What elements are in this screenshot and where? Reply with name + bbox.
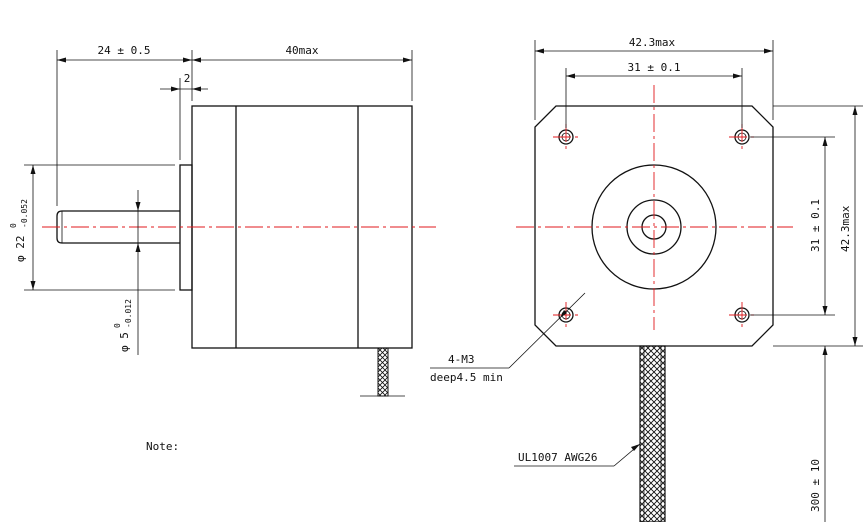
- svg-text:-0.012: -0.012: [124, 299, 133, 328]
- dim-boss-diameter: φ 22 0 -0.052: [9, 199, 29, 262]
- mounting-hole: [553, 302, 579, 328]
- arrowhead: [822, 137, 828, 146]
- svg-text:-0.052: -0.052: [20, 199, 29, 228]
- svg-text:0: 0: [113, 323, 122, 328]
- arrowhead: [30, 165, 36, 174]
- arrowhead: [631, 444, 640, 451]
- arrowhead: [535, 48, 544, 54]
- arrowhead: [852, 106, 858, 115]
- arrowhead: [183, 57, 192, 63]
- mounting-hole: [729, 124, 755, 150]
- dim-flange-width: 42.3max: [629, 36, 676, 49]
- dim-hole-spacing-v: 31 ± 0.1: [809, 199, 822, 252]
- mounting-hole: [553, 124, 579, 150]
- arrowhead: [30, 281, 36, 290]
- svg-text:42.3max: 42.3max: [839, 205, 852, 252]
- svg-text:31 ± 0.1: 31 ± 0.1: [809, 199, 822, 252]
- arrowhead: [560, 310, 567, 318]
- mounting-hole: [729, 302, 755, 328]
- svg-text:0: 0: [9, 223, 18, 228]
- dim-flange-height: 42.3max: [839, 205, 852, 252]
- arrowhead: [566, 73, 575, 79]
- arrowhead: [192, 86, 201, 92]
- arrowhead: [135, 202, 141, 211]
- flange: [534, 105, 774, 347]
- arrowhead: [135, 243, 141, 252]
- holes-callout: 4-M3: [448, 353, 475, 366]
- cable-stub: [377, 347, 389, 397]
- leader-line-holes: [508, 292, 586, 369]
- dim-hole-spacing-h: 31 ± 0.1: [628, 61, 681, 74]
- arrowhead: [852, 337, 858, 346]
- svg-text:φ 22: φ 22: [14, 236, 27, 263]
- dim-cable-length: 300 ± 10: [809, 459, 822, 512]
- arrowhead: [822, 306, 828, 315]
- arrowhead: [733, 73, 742, 79]
- holes-depth: deep4.5 min: [430, 371, 503, 384]
- note-label: Note:: [146, 440, 179, 453]
- arrowhead: [403, 57, 412, 63]
- dim-body-length: 40max: [285, 44, 318, 57]
- dim-shaft-length: 24 ± 0.5: [98, 44, 151, 57]
- arrowhead: [57, 57, 66, 63]
- arrowhead: [171, 86, 180, 92]
- dim-boss-length: 2: [184, 72, 191, 85]
- front-view: 42.3max 31 ± 0.1 31 ± 0.1 42.3max 300 ± …: [430, 36, 863, 522]
- svg-text:φ 5: φ 5: [118, 332, 131, 352]
- boss: [179, 164, 193, 291]
- arrowhead: [192, 57, 201, 63]
- side-view: 24 ± 0.5 40max 2 φ 22 0 -0.052 φ 5: [9, 44, 436, 397]
- svg-text:300 ± 10: 300 ± 10: [809, 459, 822, 512]
- cable-spec: UL1007 AWG26: [518, 451, 597, 464]
- dim-shaft-diameter: φ 5 0 -0.012: [113, 299, 133, 352]
- arrowhead: [764, 48, 773, 54]
- arrowhead: [822, 346, 828, 355]
